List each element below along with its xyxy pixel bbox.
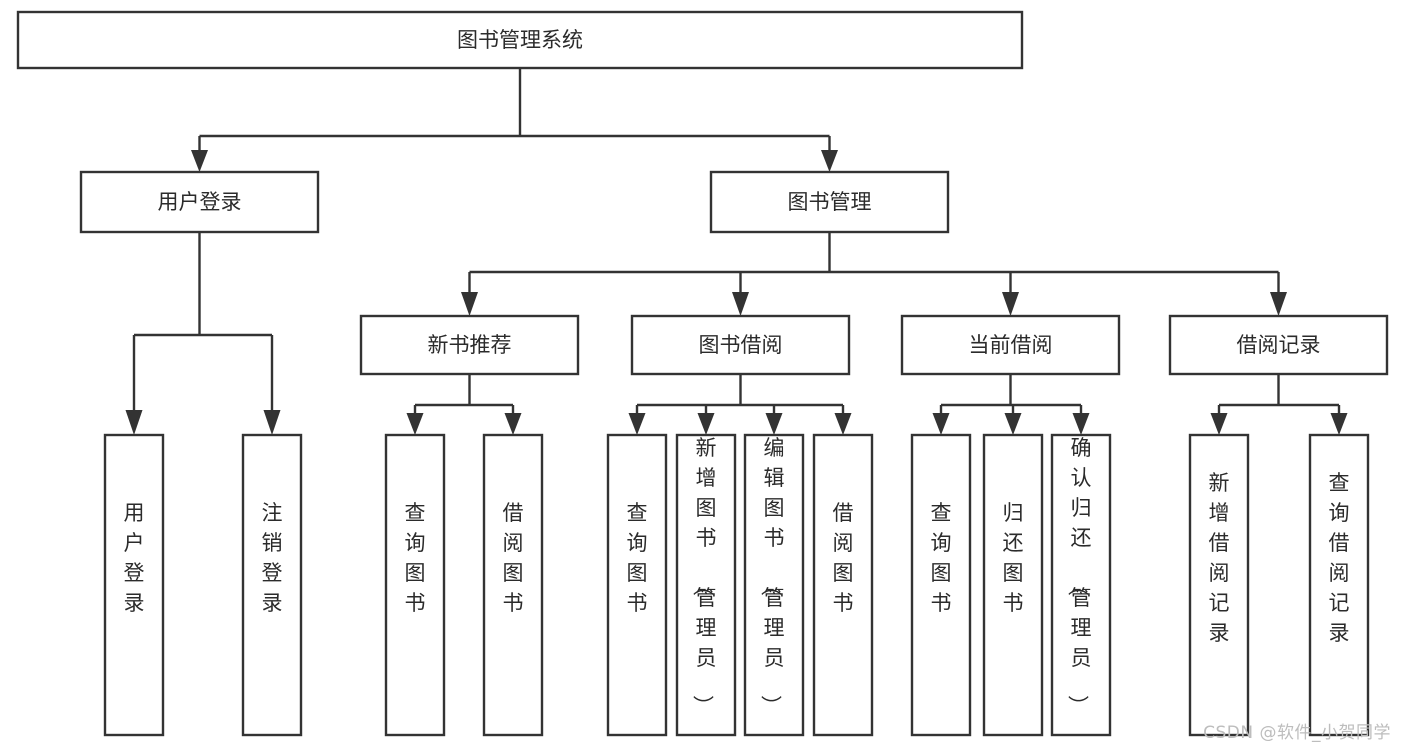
leaf-borrow-book-2-label: 借阅图书 [833, 501, 854, 615]
node-new-book-recommend-label: 新书推荐 [428, 333, 512, 357]
leaf-add-book-box[interactable] [675, 433, 737, 737]
node-book-manage-box[interactable] [709, 170, 950, 234]
node-book-manage-label: 图书管理 [788, 190, 872, 214]
leaf-logout-label: 注销登录 [262, 501, 283, 615]
connector-group [125, 68, 1348, 435]
leaf-add-record[interactable]: 新增借阅记录 [1188, 433, 1250, 737]
arrow-head-leaf-query-book-1 [406, 413, 424, 435]
leaf-query-book-3[interactable]: 查询图书 [910, 433, 972, 737]
leaf-confirm-return[interactable]: 确认归还（管理员） [1050, 433, 1112, 737]
leaf-confirm-return-label: 确认归还（管理员） [1066, 436, 1092, 716]
leaf-query-record[interactable]: 查询借阅记录 [1308, 433, 1370, 737]
leaf-query-book-2[interactable]: 查询图书 [606, 433, 668, 737]
leaf-add-book-label: 新增图书（管理员） [691, 436, 717, 716]
node-book-borrow[interactable]: 图书借阅 [630, 314, 851, 376]
leaf-confirm-return-box[interactable] [1050, 433, 1112, 737]
node-current-borrow-label: 当前借阅 [969, 333, 1053, 357]
leaf-query-book-2-label: 查询图书 [627, 501, 648, 615]
leaf-borrow-book-1-label: 借阅图书 [503, 501, 524, 615]
arrow-head-leaf-confirm-return [1072, 413, 1090, 435]
leaf-user-login[interactable]: 用户登录 [103, 433, 165, 737]
leaf-edit-book-label: 编辑图书（管理员） [759, 436, 785, 716]
leaf-query-book-1-label: 查询图书 [405, 501, 426, 615]
arrow-head-leaf-borrow-book-2 [834, 413, 852, 435]
node-current-borrow-box[interactable] [900, 314, 1121, 376]
node-user-login-box[interactable] [79, 170, 320, 234]
arrow-head-leaf-logout [263, 410, 281, 435]
leaf-logout-box[interactable] [241, 433, 303, 737]
leaf-borrow-book-2-box[interactable] [812, 433, 874, 737]
arrow-head-leaf-borrow-book-1 [504, 413, 522, 435]
arrow-head-user-login [191, 150, 208, 172]
leaf-query-record-label: 查询借阅记录 [1329, 471, 1350, 645]
leaf-return-book[interactable]: 归还图书 [982, 433, 1044, 737]
arrow-head-leaf-edit-book [765, 413, 783, 435]
csdn-watermark: CSDN @软件_小贺同学 [1203, 723, 1391, 743]
arrow-head-book-manage [821, 150, 838, 172]
leaf-return-book-box[interactable] [982, 433, 1044, 737]
node-root-box[interactable] [16, 10, 1024, 70]
arrow-head-leaf-user-login [125, 410, 143, 435]
node-borrow-record-box[interactable] [1168, 314, 1389, 376]
node-new-book-recommend[interactable]: 新书推荐 [359, 314, 580, 376]
leaf-query-book-3-label: 查询图书 [931, 501, 952, 615]
arrow-head-leaf-query-book-2 [628, 413, 646, 435]
node-book-borrow-box[interactable] [630, 314, 851, 376]
arrow-head-leaf-add-book [697, 413, 715, 435]
node-borrow-record-label: 借阅记录 [1237, 333, 1321, 357]
leaf-query-book-1[interactable]: 查询图书 [384, 433, 446, 737]
arrow-head-leaf-return-book [1004, 413, 1022, 435]
leaf-edit-book[interactable]: 编辑图书（管理员） [743, 433, 805, 737]
arrow-head-new-book-recommend [461, 292, 478, 316]
leaf-query-book-2-box[interactable] [606, 433, 668, 737]
arrow-head-book-borrow [732, 292, 749, 316]
arrow-head-borrow-record [1270, 292, 1287, 316]
leaf-borrow-book-2[interactable]: 借阅图书 [812, 433, 874, 737]
leaf-logout[interactable]: 注销登录 [241, 433, 303, 737]
node-new-book-recommend-box[interactable] [359, 314, 580, 376]
leaf-add-record-box[interactable] [1188, 433, 1250, 737]
arrow-head-current-borrow [1002, 292, 1019, 316]
leaf-borrow-book-1[interactable]: 借阅图书 [482, 433, 544, 737]
node-borrow-record[interactable]: 借阅记录 [1168, 314, 1389, 376]
node-user-login[interactable]: 用户登录 [79, 170, 320, 234]
leaf-query-record-box[interactable] [1308, 433, 1370, 737]
node-user-login-label: 用户登录 [158, 190, 242, 214]
leaf-add-book[interactable]: 新增图书（管理员） [675, 433, 737, 737]
node-book-manage[interactable]: 图书管理 [709, 170, 950, 234]
node-root[interactable]: 图书管理系统 [16, 10, 1024, 70]
node-current-borrow[interactable]: 当前借阅 [900, 314, 1121, 376]
leaf-add-record-label: 新增借阅记录 [1209, 471, 1230, 645]
leaf-user-login-label: 用户登录 [124, 501, 145, 615]
node-book-borrow-label: 图书借阅 [699, 333, 783, 357]
leaf-borrow-book-1-box[interactable] [482, 433, 544, 737]
leaf-return-book-label: 归还图书 [1003, 501, 1024, 615]
arrow-head-leaf-add-record [1210, 413, 1228, 435]
leaf-query-book-1-box[interactable] [384, 433, 446, 737]
arrow-head-leaf-query-record [1330, 413, 1348, 435]
node-root-label: 图书管理系统 [457, 28, 583, 52]
leaf-edit-book-box[interactable] [743, 433, 805, 737]
arrow-head-leaf-query-book-3 [932, 413, 950, 435]
leaf-user-login-box[interactable] [103, 433, 165, 737]
leaf-query-book-3-box[interactable] [910, 433, 972, 737]
